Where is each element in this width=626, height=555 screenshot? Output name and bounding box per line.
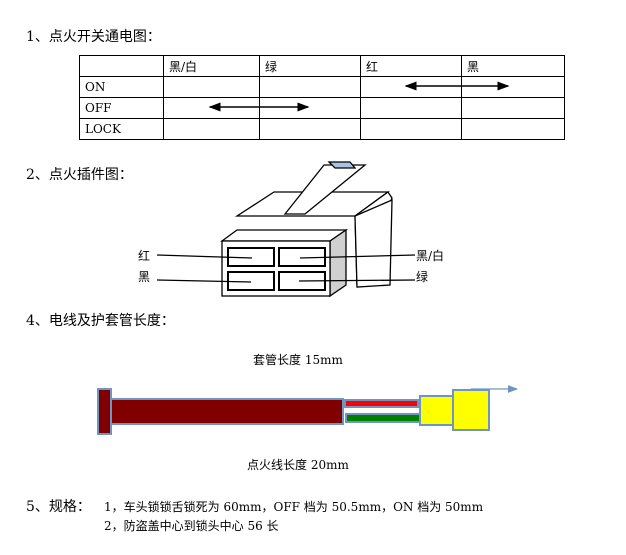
sleeve-length-label: 套管长度 15mm [253, 353, 343, 367]
wire-length-label: 点火线长度 20mm [247, 458, 349, 472]
sleeve-end-cap [97, 388, 112, 435]
plug-small [419, 395, 454, 426]
wire-diagram [97, 385, 519, 435]
spec-2: 2，防盗盖中心到锁头中心 56 长 [104, 519, 279, 533]
green-wire [345, 413, 421, 423]
label-black: 黑 [138, 270, 151, 284]
section1-title: 1、点火开关通电图： [26, 29, 161, 45]
section2-title: 2、点火插件图： [26, 167, 133, 183]
section4-title: 4、电线及护套管长度： [26, 313, 175, 329]
row-label: LOCK [79, 118, 164, 140]
label-black-white: 黑/白 [416, 249, 445, 263]
sleeve [110, 398, 344, 425]
label-red: 红 [138, 249, 151, 263]
label-green: 绿 [416, 270, 429, 284]
header-cell: 黑 [461, 55, 565, 77]
spec-1: 1，车头锁锁舌锁死为 60mm，OFF 档为 50.5mm，ON 档为 50mm [104, 500, 484, 514]
section5-title: 5、规格： [26, 499, 91, 515]
red-wire [344, 399, 419, 408]
table-row: LOCK [79, 118, 565, 140]
plug-large [452, 389, 490, 431]
connector-drawing [156, 161, 416, 298]
